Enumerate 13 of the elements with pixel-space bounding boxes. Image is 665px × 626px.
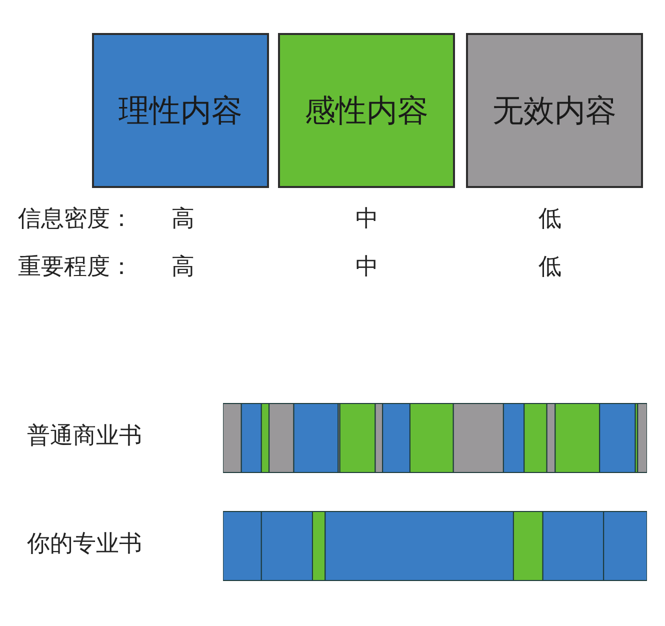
rating-text: 中 — [356, 256, 378, 279]
rating-text: 低 — [538, 208, 562, 231]
rating-text: 高 — [172, 208, 194, 231]
category-box: 理性内容 — [92, 33, 269, 188]
rating-text: 低 — [538, 256, 562, 279]
rating-text: 高 — [172, 256, 194, 279]
category-box: 感性内容 — [278, 33, 455, 188]
book-label: 普通商业书 — [27, 425, 142, 448]
rating-text: 中 — [356, 208, 378, 231]
row-label: 重要程度： — [18, 256, 133, 279]
row-label: 信息密度： — [18, 208, 133, 231]
category-box: 无效内容 — [466, 33, 643, 188]
book-label: 你的专业书 — [27, 533, 142, 556]
